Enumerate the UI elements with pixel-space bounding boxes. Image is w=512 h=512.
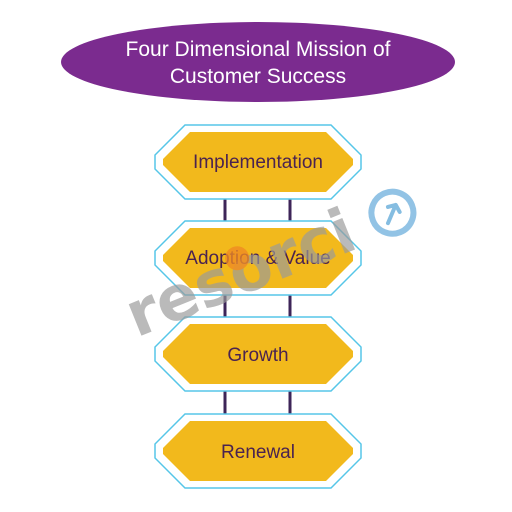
stage-shape (163, 132, 353, 192)
arrow-circle-icon (368, 188, 417, 237)
stage-label: Renewal (221, 442, 295, 463)
stage-renewal: Renewal (154, 413, 362, 489)
stage-implementation: Implementation (154, 124, 362, 200)
stage-shape (163, 228, 353, 288)
stage-shape (163, 324, 353, 384)
stage-adoption-value: Adoption & Value (154, 220, 362, 296)
watermark-orange-dot (225, 246, 250, 271)
stage-growth: Growth (154, 316, 362, 392)
title-ellipse (61, 22, 455, 102)
title-line-2: Customer Success (170, 65, 346, 88)
stage-label: Growth (227, 345, 288, 366)
title-line-1: Four Dimensional Mission of (126, 38, 391, 61)
stage-label: Implementation (193, 152, 323, 173)
stage-shape (163, 421, 353, 481)
title-banner: Four Dimensional Mission of Customer Suc… (61, 22, 455, 102)
stage-label: Adoption & Value (185, 248, 330, 269)
